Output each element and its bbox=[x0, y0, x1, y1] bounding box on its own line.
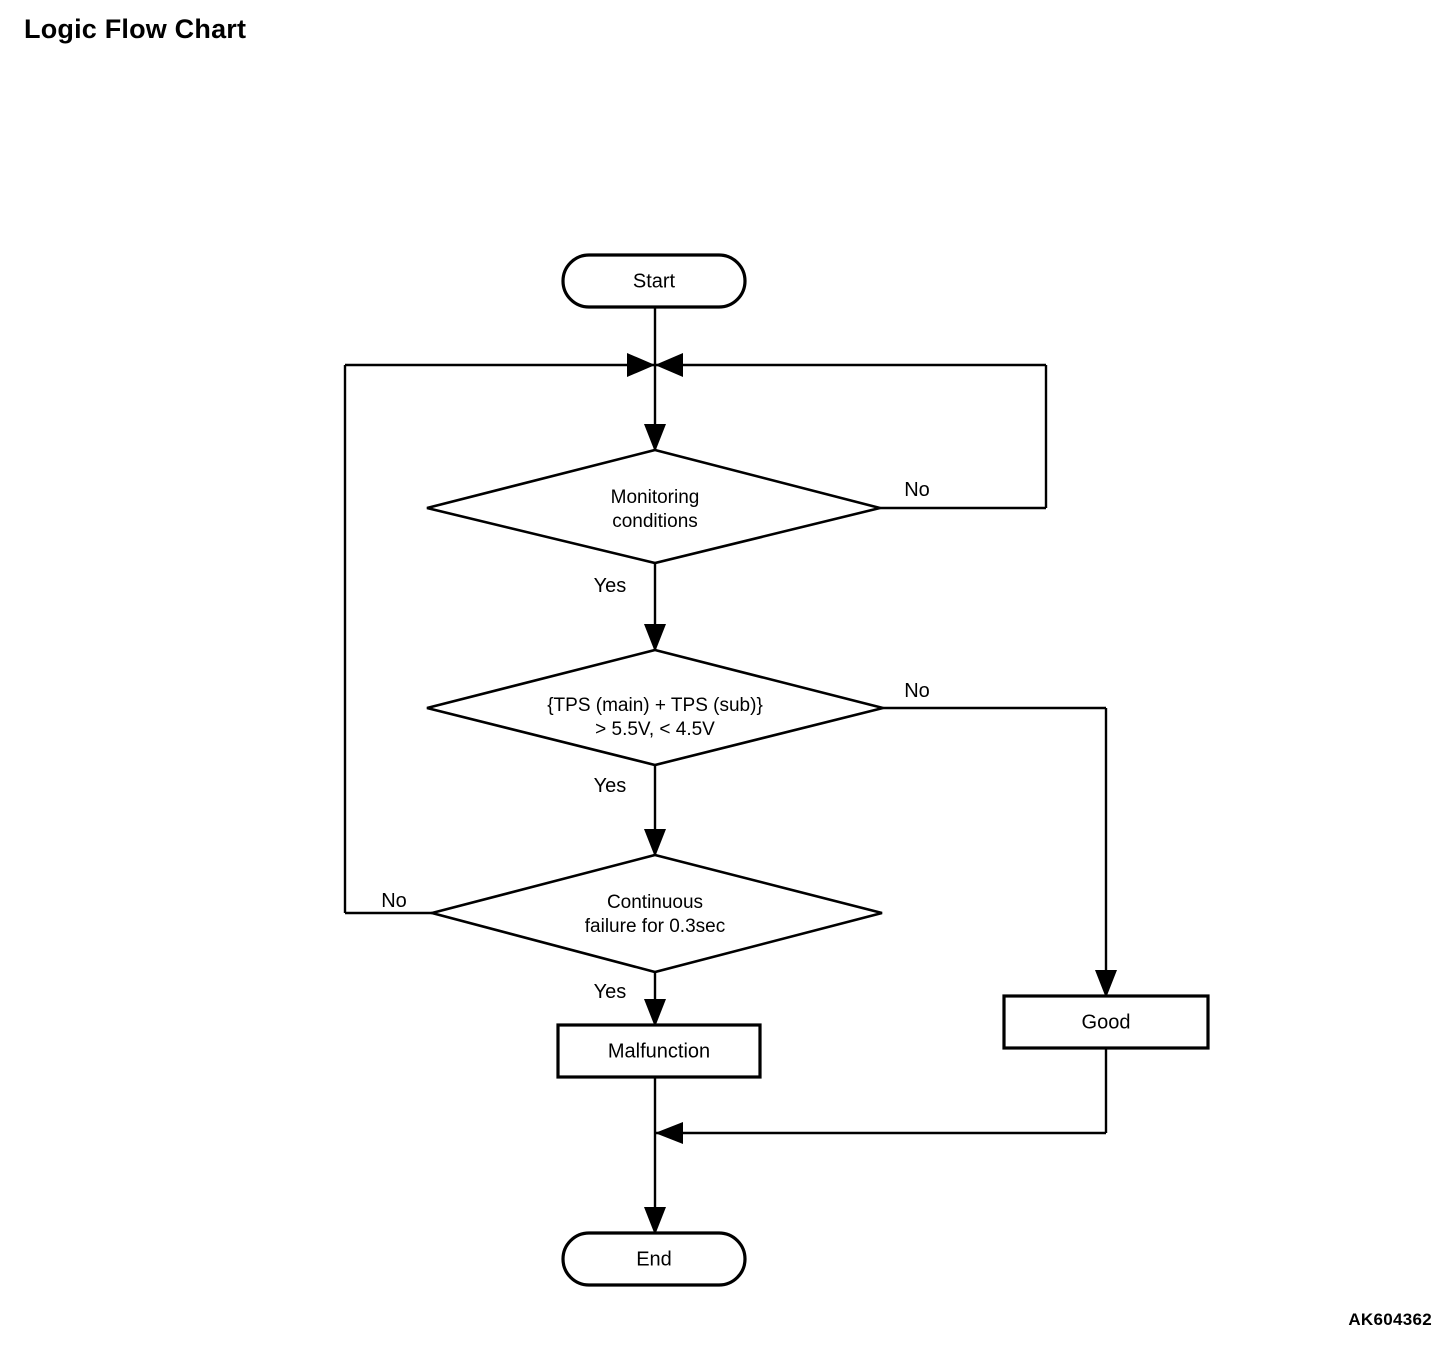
node-tps-check[interactable] bbox=[426, 648, 884, 767]
node-monitoring-conditions[interactable] bbox=[426, 448, 881, 565]
edge-label-continuous-no: No bbox=[381, 890, 407, 912]
arrow-into-good bbox=[1095, 970, 1117, 998]
page-title: Logic Flow Chart bbox=[24, 14, 247, 44]
node-tps-label-line1: {TPS (main) + TPS (sub)} bbox=[547, 695, 763, 716]
arrow-right-loop-into-merge bbox=[655, 353, 683, 377]
arrow-into-monitoring bbox=[644, 424, 666, 452]
node-start[interactable] bbox=[561, 253, 747, 309]
node-continuous-failure[interactable] bbox=[426, 853, 883, 974]
arrow-into-continuous bbox=[644, 829, 666, 857]
arrow-left-loop-into-merge bbox=[627, 353, 655, 377]
node-good[interactable] bbox=[1002, 994, 1210, 1050]
node-monitoring-label-line2: conditions bbox=[612, 511, 698, 532]
edge-label-monitoring-yes: Yes bbox=[594, 575, 627, 597]
edge-label-tps-yes: Yes bbox=[594, 775, 627, 797]
edge-label-monitoring-no: No bbox=[904, 479, 930, 501]
node-start-label: Start bbox=[633, 270, 676, 292]
node-malfunction-label: Malfunction bbox=[608, 1040, 710, 1062]
edge-label-continuous-yes: Yes bbox=[594, 981, 627, 1003]
arrow-into-malfunction bbox=[644, 999, 666, 1027]
figure-code: AK604362 bbox=[1348, 1310, 1432, 1329]
node-end[interactable] bbox=[561, 1231, 747, 1287]
arrow-into-tps bbox=[644, 624, 666, 652]
edge-label-tps-no: No bbox=[904, 680, 930, 702]
node-monitoring-label-line1: Monitoring bbox=[611, 487, 700, 508]
arrow-good-into-trunk bbox=[655, 1122, 683, 1144]
node-tps-label-line2: > 5.5V, < 4.5V bbox=[595, 719, 715, 740]
node-good-label: Good bbox=[1082, 1011, 1131, 1033]
arrow-into-end bbox=[644, 1207, 666, 1235]
node-end-label: End bbox=[636, 1248, 672, 1270]
node-continuous-label-line2: failure for 0.3sec bbox=[585, 916, 725, 937]
node-continuous-label-line1: Continuous bbox=[607, 892, 703, 913]
node-malfunction[interactable] bbox=[556, 1023, 762, 1079]
